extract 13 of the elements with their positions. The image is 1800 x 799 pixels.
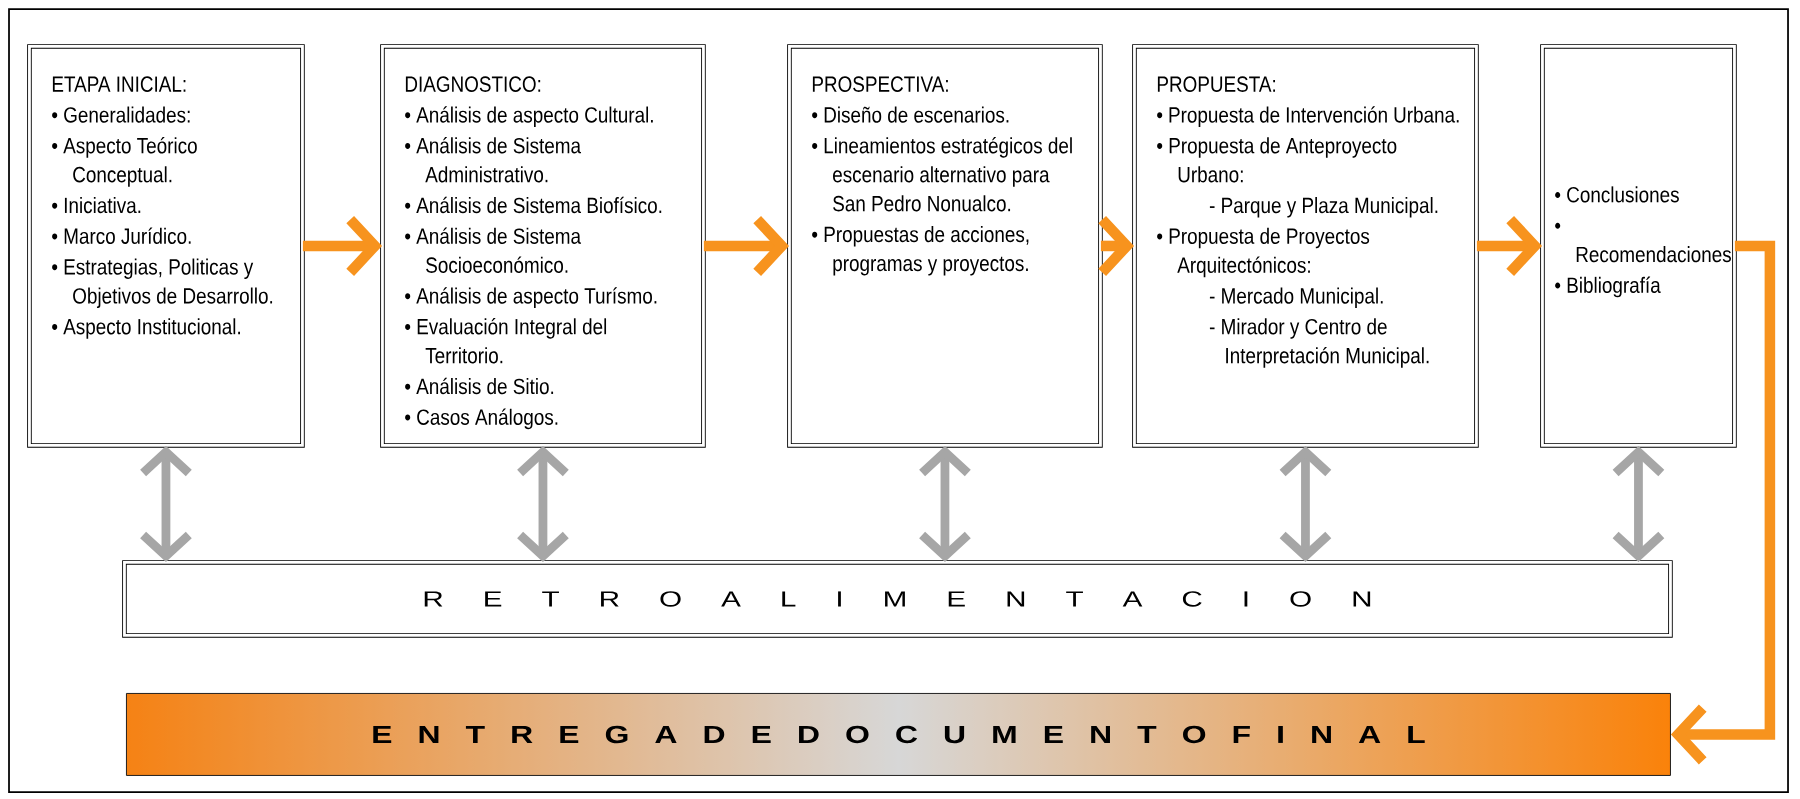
- stage-box: DIAGNOSTICO: • Análisis de aspecto Cultural. • Análisis de Sistema Administrativo. • Análisis de Sistema Biofísico. • Análisis de Sistema Socioeconómico. • Análisis de aspecto Turísmo. • Evaluación Integral del Territorio. • Análisis de Sitio. • Casos Análogos.: [380, 44, 706, 448]
- double-arrow: [1612, 445, 1665, 562]
- stage-box: • Conclusiones • Recomendaciones • Bibliografía: [1540, 44, 1737, 448]
- double-arrow: [140, 445, 192, 562]
- double-arrow: [919, 445, 971, 562]
- double-arrow: [1279, 445, 1332, 562]
- stage-box: PROSPECTIVA: • Diseño de escenarios. • Lineamientos estratégicos del escenario alternativo para San Pedro Nonualco. • Propuestas de acciones, programas y proyectos.: [787, 44, 1103, 448]
- feedback-band: R E T R O A L I M E N T A C I O N: [122, 560, 1673, 638]
- final-delivery-band: E N T R E G A D E D O C U M E N T O F I N A L: [126, 693, 1671, 776]
- double-arrow: [517, 445, 569, 562]
- stage-box: ETAPA INICIAL: • Generalidades: • Aspecto Teórico Conceptual. • Iniciativa. • Marco Jurídico. • Estrategias, Politicas y Objetivos de Desarrollo. • Aspecto Institucional.: [27, 44, 305, 448]
- stage-box: PROPUESTA: • Propuesta de Intervención Urbana. • Propuesta de Anteproyecto Urbano: - Parque y Plaza Municipal. • Propuesta de Proyectos Arquitectónicos: - Mercado Municipal. - Mirador y Centro de Interpretación Municipal.: [1132, 44, 1479, 448]
- elbow-arrow: [1670, 240, 1776, 765]
